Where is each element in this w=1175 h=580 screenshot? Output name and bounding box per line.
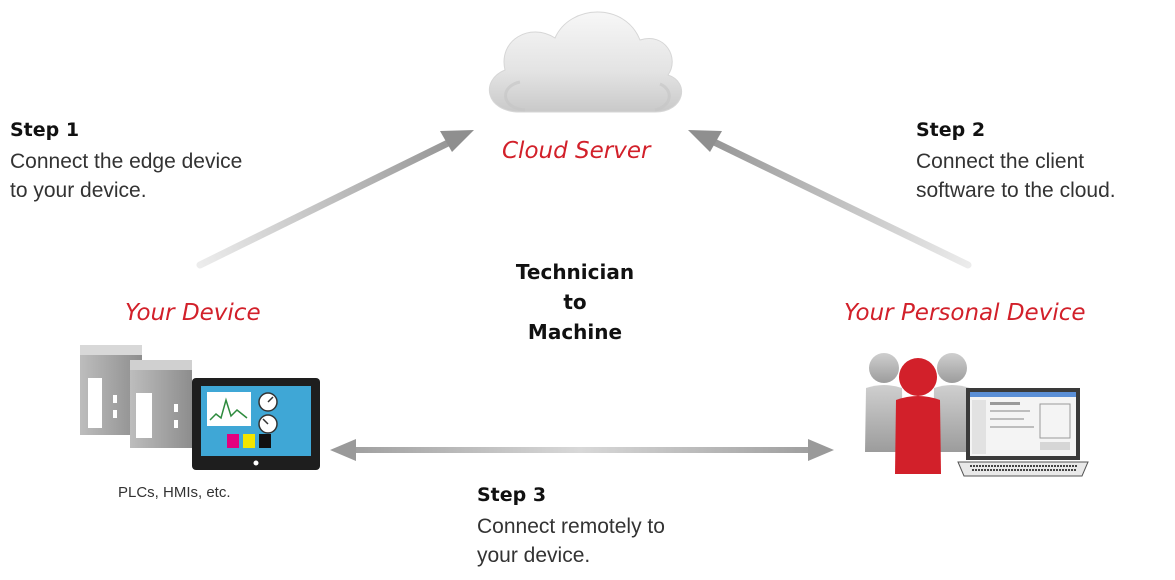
hmi-icon [192,378,320,470]
users-icon [865,353,971,474]
step-2-line-2: software to the cloud. [916,179,1116,202]
step-1-title: Step 1 [10,119,80,141]
arrow-personal-to-cloud [688,130,972,269]
step-1: Step 1 Connect the edge device to your d… [10,119,242,205]
center-title-line-2: to [563,290,587,314]
personal-device-label: Your Personal Device [844,300,1086,326]
step-3-title: Step 3 [477,484,547,506]
arrow-remote-connection [330,439,834,461]
arrow-device-to-cloud [196,130,474,269]
step-3: Step 3 Connect remotely to your device. [477,484,665,570]
center-title: Technician to Machine [480,257,670,347]
center-title-line-3: Machine [527,320,623,344]
step-1-line-1: Connect the edge device [10,150,243,173]
step-2-title: Step 2 [916,119,986,141]
step-3-line-2: your device. [477,544,591,567]
step-1-line-2: to your device. [10,179,147,202]
step-3-line-1: Connect remotely to [477,515,665,538]
your-device-label: Your Device [125,300,261,326]
laptop-icon [957,388,1089,477]
cloud-server-label: Cloud Server [502,138,651,164]
plc-icon [80,345,192,448]
center-title-line-1: Technician [515,260,635,284]
cloud-icon [488,11,683,113]
step-2-line-1: Connect the client [916,150,1085,173]
devices-caption: PLCs, HMIs, etc. [118,484,231,501]
step-2: Step 2 Connect the client software to th… [916,119,1116,205]
